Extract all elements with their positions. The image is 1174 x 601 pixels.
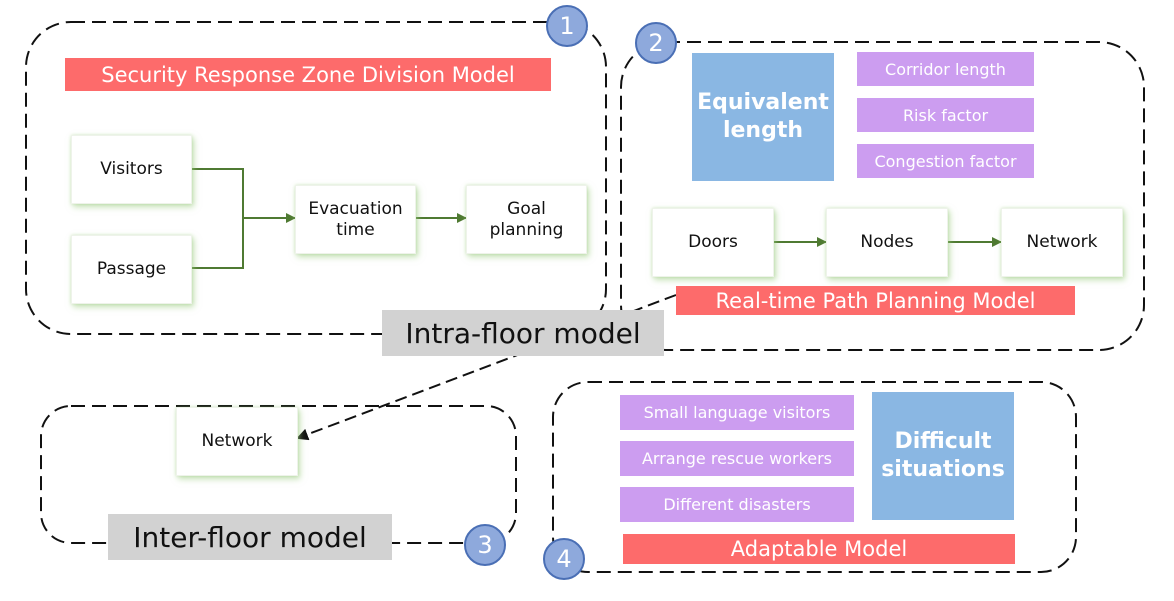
intra-floor-label: Intra-floor model [382, 310, 664, 356]
zone2-title: Real-time Path Planning Model [676, 286, 1075, 315]
evacuation-time-node: Evacuation time [295, 185, 416, 254]
factor-corridor-length: Corridor length [857, 52, 1034, 86]
doors-node: Doors [652, 208, 774, 277]
goal-planning-node: Goal planning [466, 185, 587, 254]
inter-floor-label: Inter-floor model [108, 514, 392, 560]
zone4-title: Adaptable Model [623, 534, 1015, 564]
zone1-outline [25, 21, 607, 335]
intra-to-inter-arrow [296, 294, 677, 441]
zone4-outline [552, 381, 1077, 573]
zone1-badge: 1 [546, 5, 588, 47]
inter-floor-network-node: Network [176, 407, 298, 476]
passage-connector [190, 218, 244, 269]
zone2-badge: 2 [635, 22, 677, 64]
network-node: Network [1001, 208, 1123, 277]
zone1-title: Security Response Zone Division Model [65, 58, 551, 91]
item-small-language-visitors: Small language visitors [620, 395, 854, 430]
zone3-badge: 3 [464, 524, 506, 566]
zone2-outline [620, 41, 1145, 351]
item-arrange-rescue-workers: Arrange rescue workers [620, 441, 854, 476]
equivalent-length-box: Equivalent length [692, 53, 834, 181]
zone4-badge: 4 [543, 538, 585, 580]
factor-risk: Risk factor [857, 98, 1034, 132]
passage-node: Passage [71, 235, 192, 304]
factor-congestion: Congestion factor [857, 144, 1034, 178]
item-different-disasters: Different disasters [620, 487, 854, 522]
visitors-connector [190, 168, 244, 218]
difficult-situations-box: Difficult situations [872, 392, 1014, 520]
nodes-node: Nodes [826, 208, 948, 277]
visitors-node: Visitors [71, 135, 192, 204]
